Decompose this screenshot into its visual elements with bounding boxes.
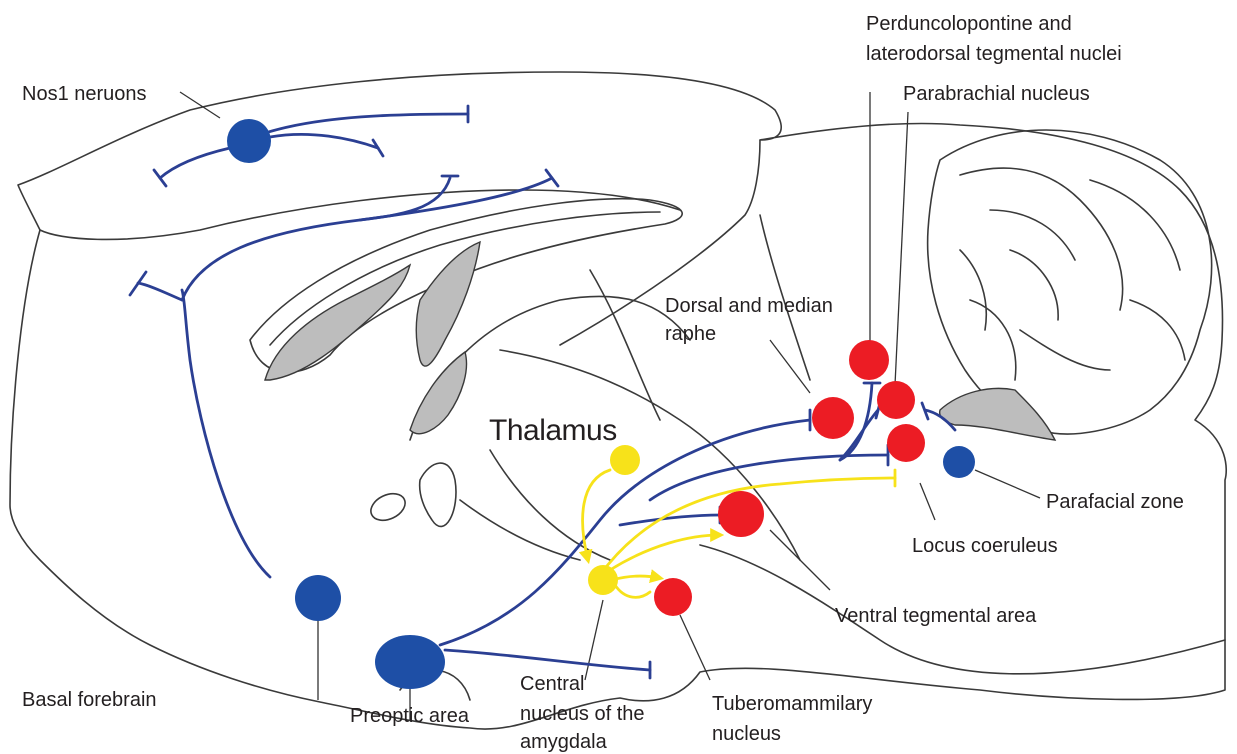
basal-forebrain-node <box>295 575 341 621</box>
label-vta: Ventral tegmental area <box>835 605 1037 627</box>
label-preoptic: Preoptic area <box>350 705 470 727</box>
label-nos1-neurons: Nos1 neruons <box>22 83 147 105</box>
nuclei <box>227 119 975 689</box>
label-cna-line3: amygdala <box>520 731 608 753</box>
label-dorsal-line2: raphe <box>665 323 716 345</box>
locus-coeruleus-node <box>887 424 925 462</box>
label-dorsal-line1: Dorsal and median <box>665 295 833 317</box>
brain-outline <box>10 72 1226 729</box>
nos1-neuron-node <box>227 119 271 163</box>
parabrachial-node <box>877 381 915 419</box>
label-cna-line1: Central <box>520 673 584 695</box>
dorsal-median-raphe-node <box>812 397 854 439</box>
label-ppt-line2: laterodorsal tegmental nuclei <box>866 43 1122 65</box>
preoptic-area-node <box>375 635 445 689</box>
ppt-ldt-node <box>849 340 889 380</box>
label-ppt-line1: Perduncolopontine and <box>866 13 1072 35</box>
vta-node <box>718 491 764 537</box>
label-tmn-line1: Tuberomammilary <box>712 693 872 715</box>
tuberomammillary-node <box>654 578 692 616</box>
label-thalamus: Thalamus <box>489 414 617 447</box>
ventricles <box>265 242 1055 440</box>
label-locus-coeruleus: Locus coeruleus <box>912 535 1058 557</box>
label-tmn-line2: nucleus <box>712 723 781 745</box>
label-parabrachial: Parabrachial nucleus <box>903 83 1090 105</box>
labels: Nos1 neruons Perduncolopontine and later… <box>22 13 1184 753</box>
parafacial-zone-node <box>943 446 975 478</box>
inhibitory-projections <box>130 106 955 678</box>
label-basal-forebrain: Basal forebrain <box>22 689 157 711</box>
thalamus-node <box>610 445 640 475</box>
label-cna-line2: nucleus of the <box>520 703 645 725</box>
label-parafacial: Parafacial zone <box>1046 491 1184 513</box>
central-amygdala-node <box>588 565 618 595</box>
